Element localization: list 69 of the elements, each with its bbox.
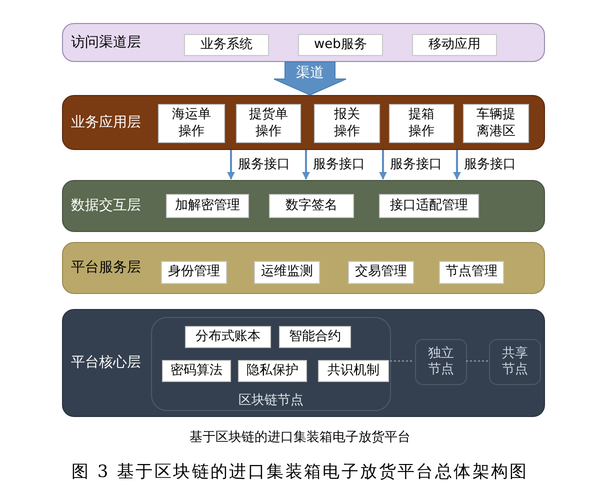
layer-band — [62, 309, 545, 417]
module-box — [161, 261, 227, 284]
platform-label: 基于区块链的进口集装箱电子放货平台 — [188, 429, 412, 447]
edge-label: 服务接口 — [464, 158, 516, 171]
dotted-connector — [466, 360, 488, 362]
module-box — [238, 360, 307, 382]
arrow — [453, 150, 461, 180]
module-label: 分布式账本 — [196, 328, 260, 346]
module-box — [348, 261, 414, 284]
module-box — [166, 194, 249, 218]
module-label: 加解密管理 — [175, 198, 240, 214]
module-box — [463, 104, 529, 143]
module-box — [184, 34, 269, 56]
module-label: 海运单操作 — [172, 107, 211, 140]
module-label: 移动应用 — [428, 36, 480, 54]
node-frame — [415, 339, 467, 385]
layer-title: 业务应用层 — [71, 114, 141, 132]
module-box — [158, 104, 225, 143]
arrow — [227, 150, 235, 180]
module-box — [298, 34, 383, 56]
module-box — [279, 326, 351, 348]
module-box — [269, 194, 354, 218]
module-label: 接口适配管理 — [390, 198, 468, 214]
module-label: 提箱操作 — [408, 107, 434, 140]
edge-label: 渠道 — [296, 66, 324, 80]
figure-caption: 图 3 基于区块链的进口集装箱电子放货平台总体架构图 — [70, 461, 530, 484]
module-box — [379, 194, 479, 218]
module-label: 密码算法 — [170, 362, 222, 380]
module-label: 数字签名 — [286, 198, 338, 214]
module-label: 报关操作 — [334, 107, 360, 140]
layer-band — [62, 95, 545, 150]
layer-title: 访问渠道层 — [71, 34, 141, 52]
module-box — [236, 104, 301, 143]
module-box — [314, 104, 380, 143]
module-label: 运维监测 — [261, 264, 313, 281]
module-label: 共享节点 — [502, 346, 528, 378]
module-box — [439, 261, 504, 284]
layer-band — [62, 180, 545, 232]
edge-label: 服务接口 — [238, 158, 290, 171]
layer-title: 数据交互层 — [71, 197, 141, 215]
module-box — [162, 360, 231, 382]
layer-title: 平台服务层 — [71, 259, 141, 277]
layer-band — [62, 242, 545, 294]
group-title: 区块链节点 — [238, 394, 304, 407]
module-label: 隐私保护 — [246, 362, 298, 380]
module-box — [185, 326, 271, 348]
layer-title: 平台核心层 — [71, 354, 141, 372]
arrow — [302, 150, 310, 180]
dotted-connector — [390, 360, 414, 362]
module-label: 节点管理 — [446, 264, 498, 281]
module-label: web服务 — [314, 36, 367, 54]
edge-label: 服务接口 — [390, 158, 442, 171]
layer-band — [62, 23, 545, 62]
module-label: 身份管理 — [168, 264, 220, 281]
node-group-frame — [151, 317, 391, 411]
module-label: 交易管理 — [355, 264, 407, 281]
module-label: 提货单操作 — [249, 107, 288, 140]
module-label: 独立节点 — [428, 346, 454, 378]
module-label: 车辆提离港区 — [476, 107, 516, 140]
module-label: 共识机制 — [328, 362, 380, 380]
module-label: 业务系统 — [200, 36, 252, 54]
module-box — [412, 34, 497, 56]
module-box — [389, 104, 454, 143]
module-box — [254, 261, 320, 284]
module-box — [318, 360, 389, 382]
arrow — [379, 150, 387, 180]
module-label: 智能合约 — [289, 328, 341, 346]
edge-label: 服务接口 — [313, 158, 365, 171]
node-frame — [489, 339, 541, 385]
